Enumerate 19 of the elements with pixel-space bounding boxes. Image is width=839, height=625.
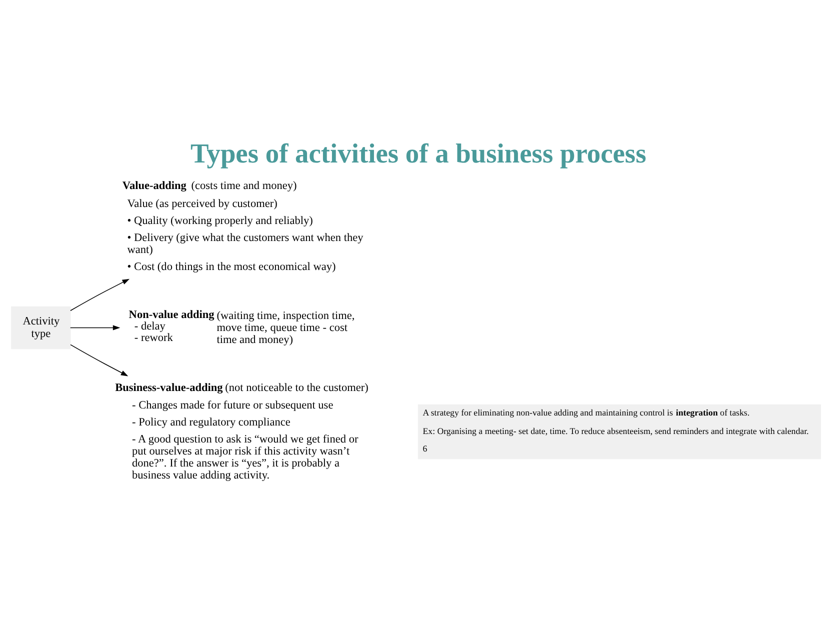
label: 6 <box>422 443 428 454</box>
node-label: • Quality (working properly and reliably) <box>127 214 313 226</box>
arrow <box>70 324 120 330</box>
node-label: (waiting time, inspection time, move time, queue time - cost time and money) <box>216 310 355 346</box>
arrow <box>70 278 130 311</box>
label: Ex: Organising a meeting- set date, time. To reduce absenteeism, send reminders and integrate with calendar. <box>422 425 809 436</box>
diagram-title: Types of activities of a business process <box>190 138 646 168</box>
label: A strategy for eliminating non-value adding and maintaining control is integration of tasks. <box>422 406 750 417</box>
node-label: Value (as perceived by customer) <box>127 197 278 210</box>
node-text: Business-value-adding (not noticeable to the customer) <box>115 381 368 394</box>
node-label: • Delivery (give what the customers want when they want) <box>127 231 364 256</box>
node-text: Value-adding (costs time and money) <box>122 180 297 192</box>
node-label: - Policy and regulatory compliance <box>132 416 290 428</box>
node-label: - Changes made for future or subsequent use <box>132 399 334 412</box>
node-text: Non-value adding - delay - rework <box>128 308 214 344</box>
node-box: Activity type <box>11 306 71 349</box>
node-label: • Cost (do things in the most economical way) <box>127 260 336 272</box>
arrow <box>70 344 128 376</box>
node-label: - A good question to ask is “would we get fined or put ourselves at major risk if this activity wasn’t done?”. If the answer is “yes”, it is probably a business value adding activity. <box>132 432 358 482</box>
